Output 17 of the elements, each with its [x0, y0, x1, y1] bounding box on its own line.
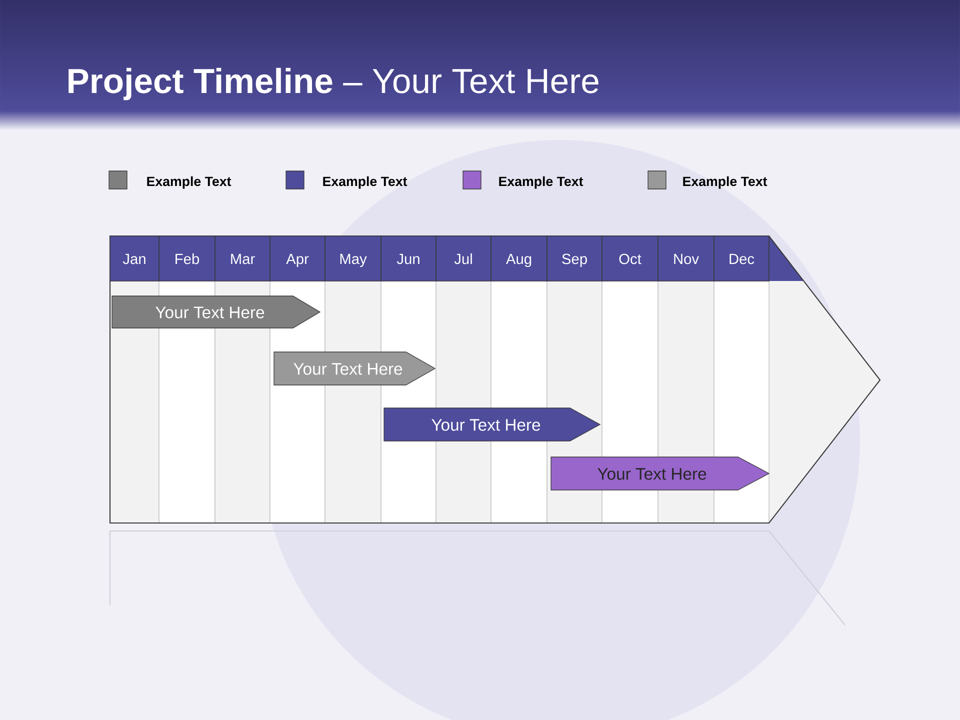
month-header-cell: May — [324, 236, 382, 282]
month-header-cell: Nov — [658, 236, 714, 282]
month-header-cell: Jan — [110, 236, 160, 282]
legend-label: Example Text — [683, 176, 768, 189]
month-header-cell: Feb — [158, 236, 216, 282]
month-header-cell: Aug — [490, 236, 548, 282]
legend-label: Example Text — [323, 176, 408, 189]
title: Project Timeline – Your Text Here — [68, 68, 598, 100]
month-header-cell: Sep — [546, 236, 602, 282]
month-header-cell: Dec — [714, 236, 770, 282]
month-header-cell: Oct — [602, 236, 658, 282]
month-header-cell: Jul — [436, 236, 492, 282]
legend-label: Example Text — [499, 176, 584, 189]
month-header-cell: Mar — [214, 236, 270, 282]
month-header-cell: Jun — [380, 236, 436, 282]
month-header-cell: Apr — [270, 236, 326, 282]
legend-label: Example Text — [147, 176, 232, 189]
